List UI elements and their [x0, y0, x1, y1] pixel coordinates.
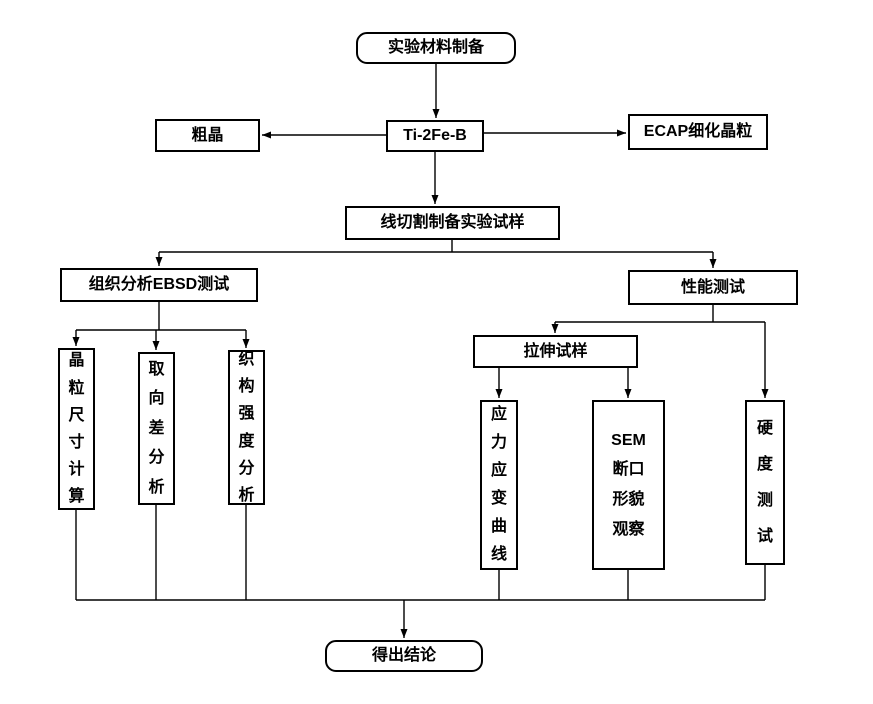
node-ebsd-analysis-label: 组织分析EBSD测试	[88, 276, 230, 293]
node-sem-fracture-observation: SEM 断口 形貌 观察	[592, 400, 665, 570]
node-ecap-refined-grain-label: ECAP细化晶粒	[643, 123, 753, 140]
node-performance-test: 性能测试	[628, 270, 798, 305]
node-hardness-test: 硬度测试	[745, 400, 785, 565]
node-misorientation-analysis-label: 取向差分析	[148, 360, 165, 496]
node-coarse-grain: 粗晶	[155, 119, 260, 152]
node-grain-size-calculation-label: 晶粒尺寸计算	[68, 352, 85, 506]
node-texture-strength-analysis: 织构强度分析	[228, 350, 265, 505]
node-material-preparation: 实验材料制备	[356, 32, 516, 64]
node-hardness-test-label: 硬度测试	[756, 419, 773, 545]
node-tensile-specimen-label: 拉伸试样	[523, 342, 588, 360]
node-wire-cut-samples: 线切割制备实验试样	[345, 206, 560, 240]
node-performance-test-label: 性能测试	[680, 278, 745, 296]
node-material-preparation-label: 实验材料制备	[387, 39, 484, 56]
node-ecap-refined-grain: ECAP细化晶粒	[628, 114, 768, 150]
node-coarse-grain-label: 粗晶	[191, 126, 224, 144]
node-ti-2fe-b-label: Ti-2Fe-B	[403, 127, 467, 144]
node-misorientation-analysis: 取向差分析	[138, 352, 175, 505]
node-stress-strain-curve: 应力应变曲线	[480, 400, 518, 570]
node-sem-fracture-observation-label: SEM 断口 形貌 观察	[611, 431, 646, 538]
node-conclusion-label: 得出结论	[371, 647, 436, 664]
node-conclusion: 得出结论	[325, 640, 483, 672]
node-tensile-specimen: 拉伸试样	[473, 335, 638, 368]
node-wire-cut-samples-label: 线切割制备实验试样	[380, 214, 525, 231]
node-texture-strength-analysis-label: 织构强度分析	[238, 350, 255, 504]
node-stress-strain-curve-label: 应力应变曲线	[490, 406, 507, 563]
node-ti-2fe-b: Ti-2Fe-B	[386, 120, 484, 152]
node-grain-size-calculation: 晶粒尺寸计算	[58, 348, 95, 510]
node-ebsd-analysis: 组织分析EBSD测试	[60, 268, 258, 302]
